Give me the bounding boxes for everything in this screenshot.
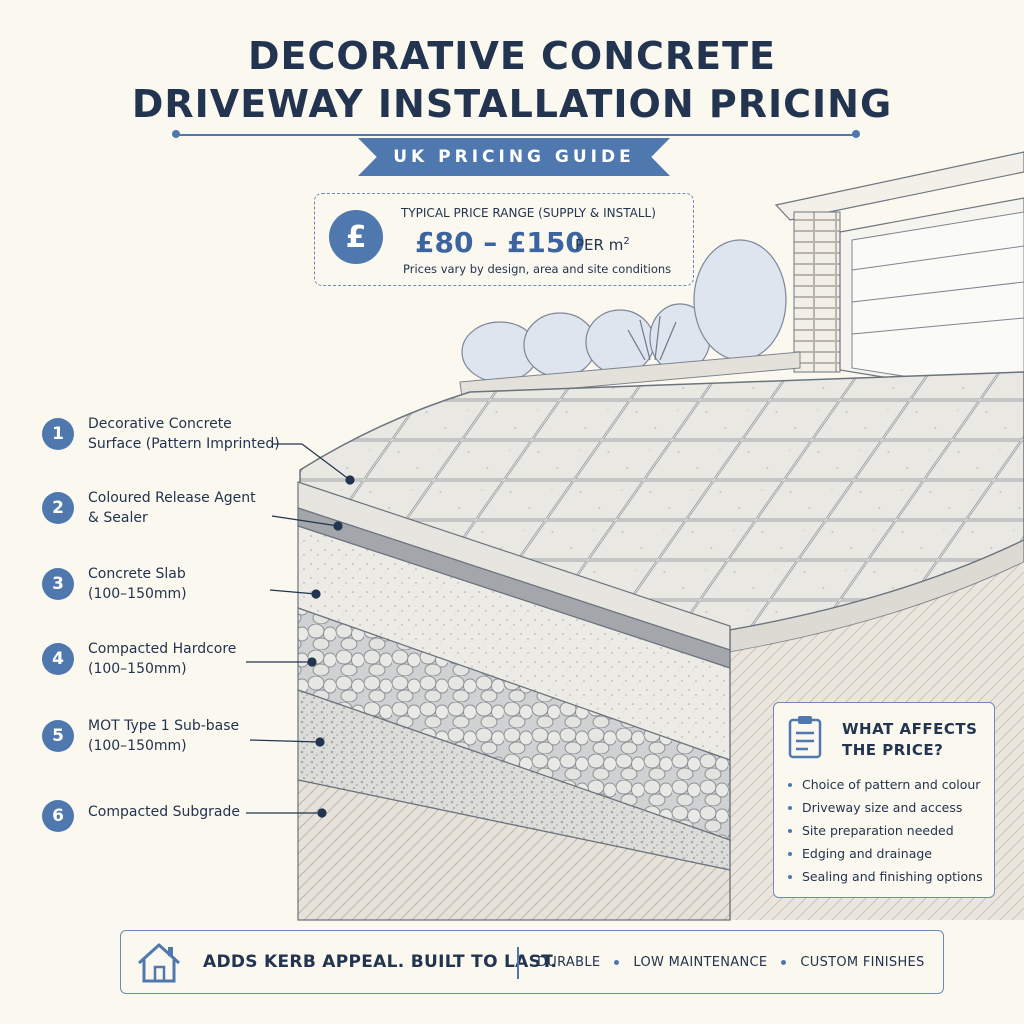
list-item: Site preparation needed: [788, 819, 983, 842]
title-divider: [176, 134, 856, 136]
page-title-line-1: DECORATIVE CONCRETE: [247, 34, 777, 78]
layer-number-badge: 2: [42, 492, 74, 524]
list-item: Sealing and finishing options: [788, 865, 983, 888]
feature-low-maintenance: LOW MAINTENANCE: [633, 955, 768, 970]
garage-illustration: [774, 151, 1024, 401]
price-range-value: £80 – £150: [415, 226, 585, 259]
price-factors-panel: WHAT AFFECTS THE PRICE? Choice of patter…: [773, 702, 995, 898]
layer-number-badge: 4: [42, 643, 74, 675]
footer-banner: ADDS KERB APPEAL. BUILT TO LAST. DURABLE…: [120, 930, 944, 994]
pound-icon: £: [329, 210, 383, 264]
leader-lines: [246, 443, 355, 818]
title-divider-dot: [172, 130, 180, 138]
layer-name: Compacted Hardcore (100–150mm): [88, 641, 237, 677]
layer-name: Concrete Slab (100–150mm): [88, 566, 187, 602]
page-title-line-2: DRIVEWAY INSTALLATION PRICING: [131, 82, 893, 126]
layer-number-badge: 5: [42, 720, 74, 752]
list-item: Driveway size and access: [788, 796, 983, 819]
price-range-box: £ TYPICAL PRICE RANGE (SUPPLY & INSTALL)…: [314, 193, 694, 286]
pricing-guide-ribbon: UK PRICING GUIDE: [358, 138, 670, 176]
list-item: Choice of pattern and colour: [788, 773, 983, 796]
layer-number-badge: 1: [42, 418, 74, 450]
shrubs-illustration: [461, 239, 787, 383]
home-icon: [137, 943, 181, 983]
title-divider-dot: [852, 130, 860, 138]
clipboard-icon: [788, 716, 822, 759]
price-note: Prices vary by design, area and site con…: [403, 262, 672, 276]
price-range-label: TYPICAL PRICE RANGE (SUPPLY & INSTALL): [401, 206, 656, 220]
layer-number-badge: 3: [42, 568, 74, 600]
footer-tagline: ADDS KERB APPEAL. BUILT TO LAST.: [203, 952, 558, 972]
price-factors-title: WHAT AFFECTS THE PRICE?: [842, 720, 978, 759]
feature-durable: DURABLE: [537, 955, 601, 970]
layer-name: Coloured Release Agent & Sealer: [88, 490, 256, 526]
feature-custom-finishes: CUSTOM FINISHES: [800, 955, 925, 970]
layer-name: MOT Type 1 Sub-base (100–150mm): [88, 718, 240, 754]
layer-name: Decorative Concrete Surface (Pattern Imp…: [88, 416, 280, 452]
layer-number-badge: 6: [42, 800, 74, 832]
footer-divider: [517, 947, 519, 979]
list-item: Edging and drainage: [788, 842, 983, 865]
price-unit: PER m2: [575, 236, 630, 254]
footer-features: DURABLE LOW MAINTENANCE CUSTOM FINISHES: [537, 955, 925, 970]
cross-section-layers: [297, 481, 731, 921]
layer-name: Compacted Subgrade: [88, 804, 240, 820]
price-factors-list: Choice of pattern and colour Driveway si…: [788, 773, 983, 888]
